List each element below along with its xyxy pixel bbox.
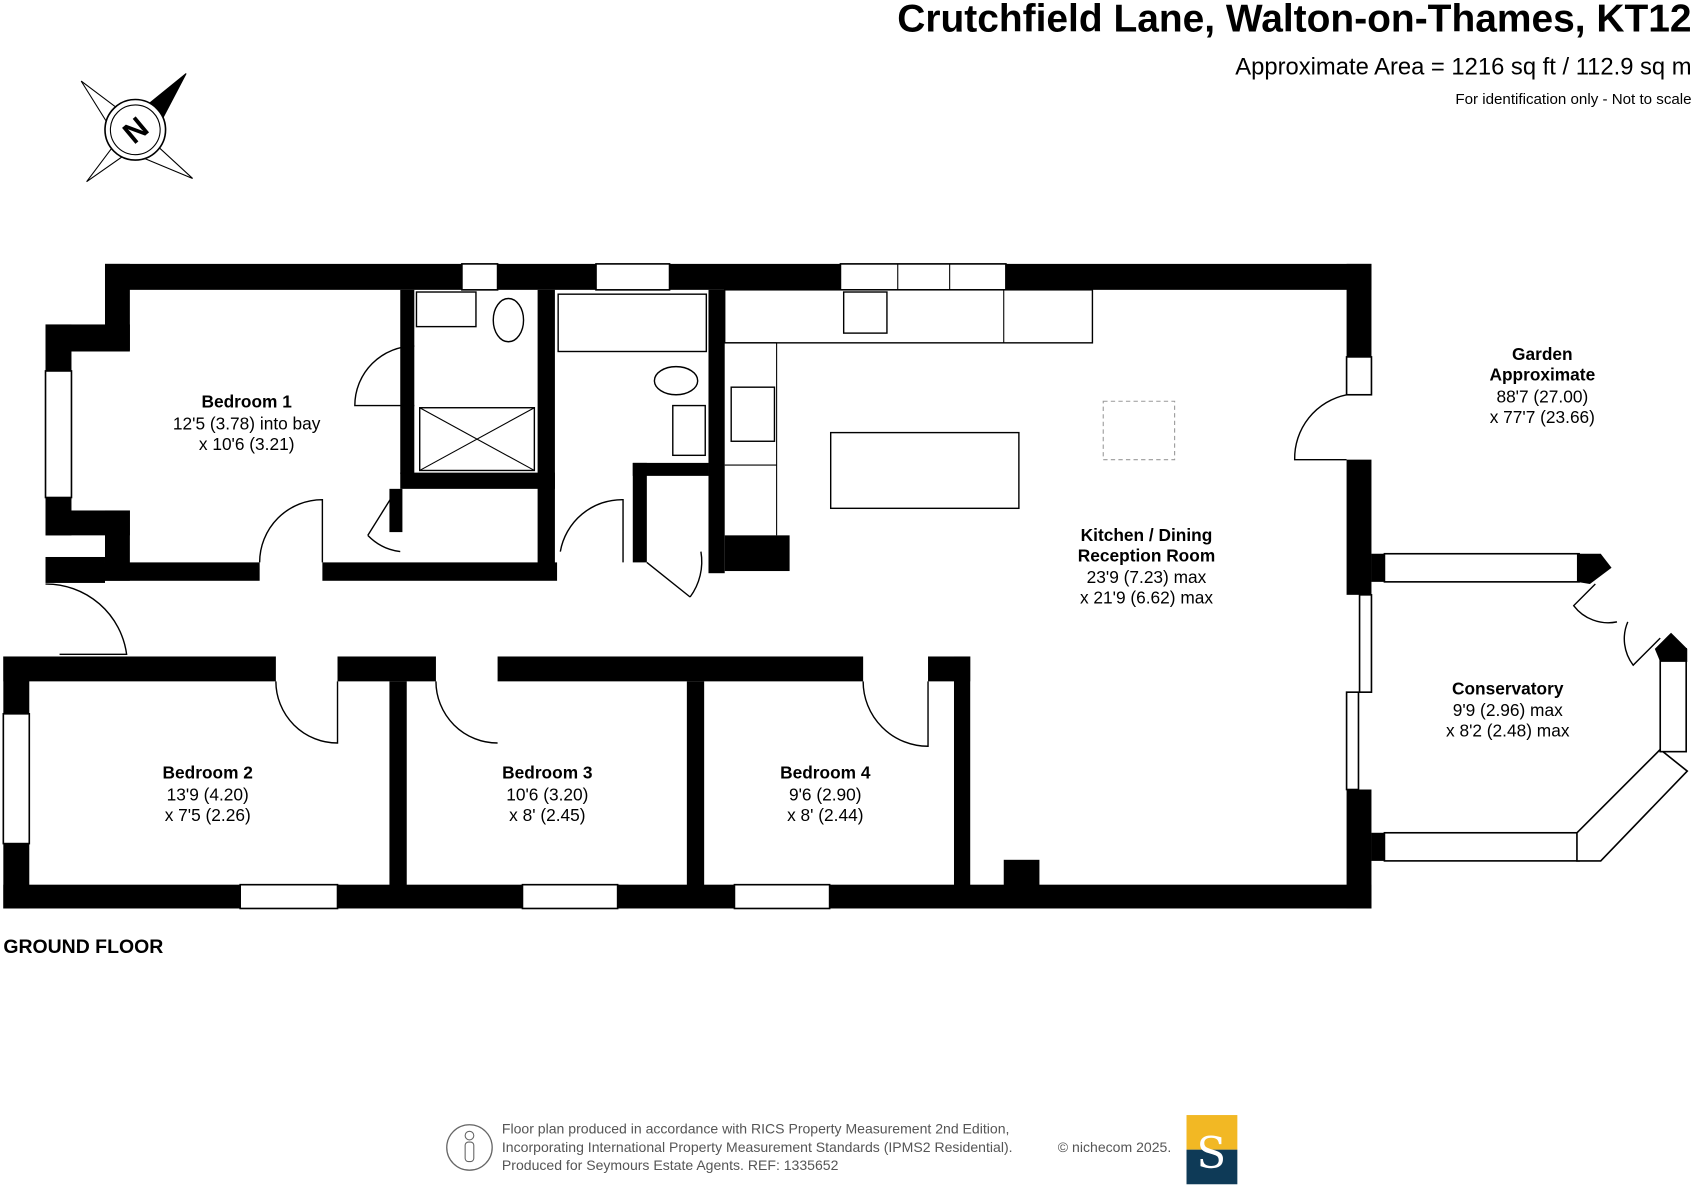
doors: [45, 345, 1661, 747]
disclaimer-text: For identification only - Not to scale: [1455, 91, 1691, 108]
svg-text:12'5 (3.78) into bay: 12'5 (3.78) into bay: [173, 413, 321, 433]
svg-text:x 8'2 (2.48) max: x 8'2 (2.48) max: [1446, 721, 1570, 741]
skylight-icon: [1102, 400, 1176, 461]
svg-text:Produced for Seymours Estate A: Produced for Seymours Estate Agents. REF…: [502, 1157, 839, 1173]
svg-text:88'7 (27.00): 88'7 (27.00): [1496, 386, 1588, 406]
area-text: Approximate Area = 1216 sq ft / 112.9 sq…: [1235, 54, 1691, 81]
room-name-bedroom-3: Bedroom 3: [502, 763, 592, 783]
seymours-logo: [1186, 1115, 1238, 1150]
svg-text:S: S: [1197, 1129, 1227, 1179]
basin-icon: [415, 291, 477, 328]
rics-person-icon: [446, 1124, 493, 1171]
room-name-bedroom-2: Bedroom 2: [163, 763, 253, 783]
svg-text:x 77'7 (23.66): x 77'7 (23.66): [1490, 407, 1595, 427]
svg-text:x 21'9 (6.62) max: x 21'9 (6.62) max: [1080, 587, 1213, 607]
svg-text:Floor plan produced in accorda: Floor plan produced in accordance with R…: [502, 1120, 1010, 1136]
svg-text:© nichecom 2025.: © nichecom 2025.: [1058, 1139, 1171, 1155]
walls: [2, 263, 1689, 910]
svg-text:Incorporating International Pr: Incorporating International Property Mea…: [502, 1139, 1013, 1155]
room-name-bedroom-1: Bedroom 1: [201, 392, 292, 412]
svg-text:x 8' (2.44): x 8' (2.44): [787, 805, 863, 825]
svg-text:x 10'6 (3.21): x 10'6 (3.21): [199, 434, 295, 454]
kitchen-island: [829, 431, 1020, 510]
room-name-conservatory: Conservatory: [1452, 678, 1564, 698]
page-title: Crutchfield Lane, Walton-on-Thames, KT12: [897, 0, 1691, 40]
svg-text:9'9 (2.96) max: 9'9 (2.96) max: [1453, 700, 1563, 720]
hob-icon: [730, 386, 776, 442]
sink-icon: [842, 291, 888, 334]
toilet-icon-2: [653, 365, 699, 396]
toilet-icon: [492, 297, 525, 343]
footer: Floor plan produced in accordance with R…: [446, 1115, 1238, 1185]
worktop: [724, 289, 1094, 344]
svg-text:10'6 (3.20): 10'6 (3.20): [506, 784, 588, 804]
bath-icon: [557, 293, 708, 353]
fixtures: [415, 289, 1176, 536]
room-name-bedroom-4: Bedroom 4: [780, 763, 871, 783]
svg-text:9'6 (2.90): 9'6 (2.90): [789, 784, 862, 804]
svg-text:Approximate: Approximate: [1489, 365, 1595, 385]
svg-text:23'9 (7.23) max: 23'9 (7.23) max: [1087, 567, 1207, 587]
svg-text:x 8' (2.45): x 8' (2.45): [509, 805, 585, 825]
basin-icon-2: [672, 404, 706, 457]
svg-text:x 7'5 (2.26): x 7'5 (2.26): [165, 805, 251, 825]
room-name-kitchen: Kitchen / Dining: [1081, 525, 1213, 545]
compass-icon: N: [80, 73, 193, 183]
garden-label: Garden: [1512, 344, 1573, 364]
floor-label: GROUND FLOOR: [3, 936, 163, 958]
svg-text:13'9 (4.20): 13'9 (4.20): [167, 784, 249, 804]
svg-text:Reception Room: Reception Room: [1078, 545, 1215, 565]
